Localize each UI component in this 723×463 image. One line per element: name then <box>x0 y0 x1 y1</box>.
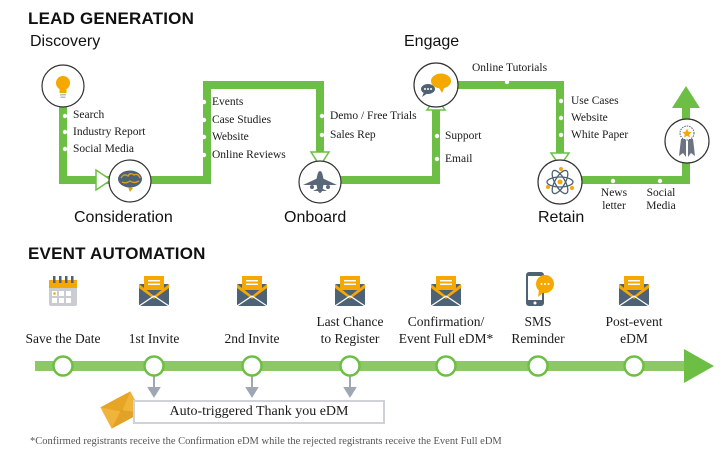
timeline-node <box>527 355 549 377</box>
retain-bottom-item-line: letter <box>602 200 626 212</box>
atom-icon <box>546 167 574 195</box>
stage-label-engage: Engage <box>404 33 460 50</box>
envelope-icon <box>618 276 650 307</box>
event-label-line: eDM <box>620 331 648 346</box>
timeline-node <box>435 355 457 377</box>
stage-label-consideration: Consideration <box>74 209 173 226</box>
onboard-item: Demo / Free Trials <box>330 110 417 122</box>
event-label: SMS Reminder <box>478 313 598 347</box>
consideration-item: Website <box>212 131 249 143</box>
retain-item: White Paper <box>571 129 629 141</box>
event-label-line: to Register <box>320 331 380 346</box>
consideration-item: Events <box>212 96 244 108</box>
arrow-marker-onboard <box>309 151 331 168</box>
event-label: Save the Date <box>3 313 123 347</box>
timeline-bar <box>35 361 687 371</box>
calendar-icon <box>49 276 77 306</box>
stage-label-onboard: Onboard <box>284 209 347 226</box>
auto-triggered-box: Auto-triggered Thank you eDM <box>133 400 385 424</box>
stage-label-discovery: Discovery <box>30 33 101 50</box>
onboard-item: Sales Rep <box>330 129 376 141</box>
trigger-arrows <box>147 376 357 398</box>
event-label: 2nd Invite <box>192 313 312 347</box>
award-ribbon-icon <box>679 125 695 157</box>
chat-bubbles-icon <box>421 73 451 97</box>
event-label: Last Chance to Register <box>290 313 410 347</box>
event-label-line: Event Full eDM* <box>398 331 494 346</box>
consideration-item: Case Studies <box>212 114 272 126</box>
retain-bottom-item-social-media: Social Media <box>645 187 677 213</box>
retain-bottom-item-line: Social <box>646 187 676 199</box>
event-label: 1st Invite <box>94 313 214 347</box>
discovery-item: Industry Report <box>73 126 146 138</box>
engage-item: Email <box>445 153 473 165</box>
retain-node <box>537 159 583 205</box>
event-label-line: Confirmation/ <box>407 314 485 329</box>
discovery-node <box>41 64 85 108</box>
event-label-line: 1st Invite <box>128 331 180 346</box>
timeline-node <box>143 355 165 377</box>
envelope-icon <box>334 276 366 307</box>
retain-bottom-item-line: News <box>600 187 628 199</box>
arrow-marker-consideration <box>95 168 113 192</box>
advocate-node <box>664 118 710 164</box>
envelope-icon <box>138 276 170 307</box>
stage-label-retain: Retain <box>538 209 585 226</box>
smartphone-chat-icon <box>526 272 554 306</box>
lightbulb-icon <box>56 76 70 98</box>
engage-node <box>413 62 459 108</box>
path-dots <box>62 79 663 184</box>
event-label-line: 2nd Invite <box>224 331 280 346</box>
timeline-node <box>241 355 263 377</box>
engage-item: Support <box>445 130 482 142</box>
lead-generation-title: LEAD GENERATION <box>28 9 195 28</box>
event-label-line: Last Chance <box>316 314 384 329</box>
timeline-node <box>623 355 645 377</box>
event-label: Post-event eDM <box>574 313 694 347</box>
discovery-item: Search <box>73 109 105 121</box>
retain-bottom-item-line: Media <box>646 200 676 212</box>
consideration-item: Online Reviews <box>212 149 286 161</box>
journey-arrowhead-up <box>672 86 700 108</box>
onboard-node <box>298 160 342 204</box>
envelope-icon <box>430 276 462 307</box>
consideration-node <box>108 159 152 203</box>
footnote: *Confirmed registrants receive the Confi… <box>30 436 502 447</box>
event-label: Confirmation/Event Full eDM* <box>386 313 506 347</box>
envelope-icon <box>236 276 268 307</box>
timeline-node <box>52 355 74 377</box>
event-label-line: Reminder <box>511 331 565 346</box>
event-label-line: Save the Date <box>25 331 101 346</box>
retain-bottom-item-newsletter: News letter <box>600 187 628 213</box>
retain-item: Use Cases <box>571 95 619 107</box>
engage-top-item: Online Tutorials <box>472 62 548 74</box>
discovery-item: Social Media <box>73 143 134 155</box>
timeline-node <box>339 355 361 377</box>
event-automation-title: EVENT AUTOMATION <box>28 244 206 263</box>
retain-item: Website <box>571 112 608 124</box>
auto-triggered-label: Auto-triggered Thank you eDM <box>169 404 349 419</box>
airplane-icon <box>303 171 337 193</box>
event-label-line: Post-event <box>605 314 663 329</box>
brain-icon <box>118 170 142 192</box>
timeline-arrowhead <box>684 349 714 383</box>
event-label-line: SMS <box>524 314 552 329</box>
